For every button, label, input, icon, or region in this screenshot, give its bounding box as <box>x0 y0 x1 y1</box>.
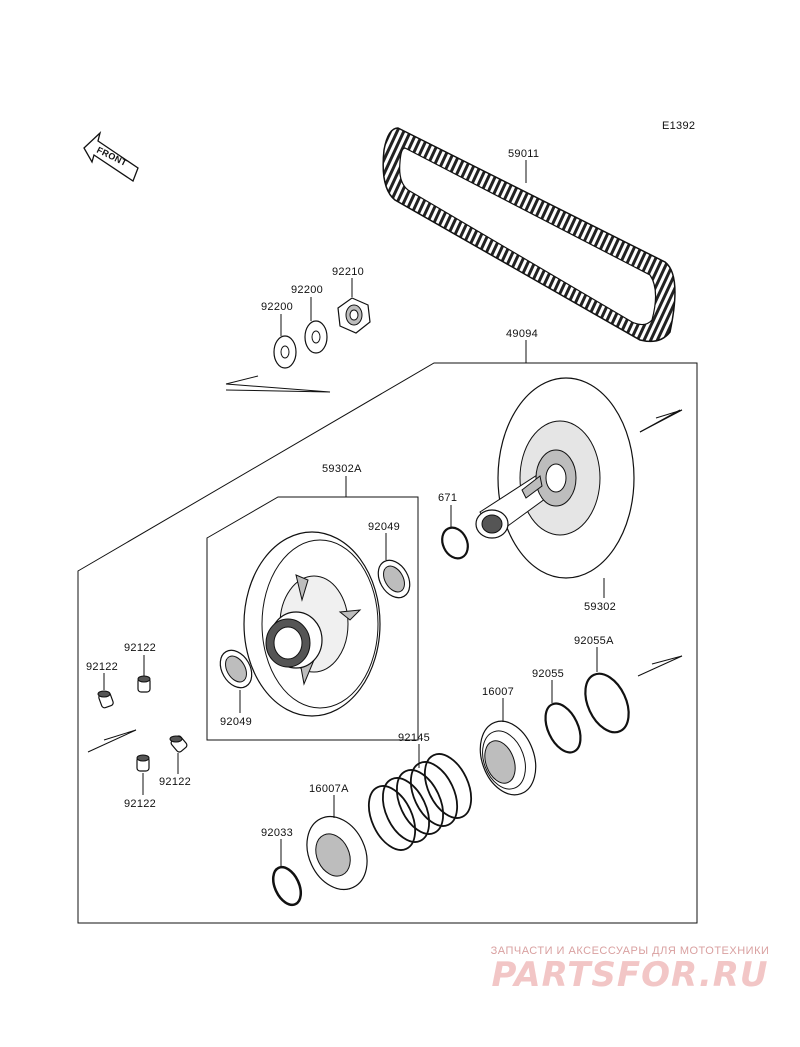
spring-seat-16007 <box>479 720 537 796</box>
label-671: 671 <box>438 492 457 504</box>
nut-92210 <box>337 297 371 334</box>
spring-92145 <box>367 753 473 851</box>
label-92122-d: 92122 <box>124 798 156 810</box>
watermark-brand: PARTSFOR.RU <box>491 955 769 995</box>
roller-92122-d <box>136 754 150 772</box>
label-92145: 92145 <box>398 732 430 744</box>
circlip-92033 <box>271 865 303 907</box>
diagram-code: E1392 <box>662 120 695 132</box>
washer-92200-lower <box>273 335 297 369</box>
drive-belt <box>382 127 676 343</box>
watermark: ЗАПЧАСТИ И АКСЕССУАРЫ ДЛЯ МОТОТЕХНИКИ PA… <box>470 945 790 995</box>
label-49094: 49094 <box>506 328 538 340</box>
label-92033: 92033 <box>261 827 293 839</box>
label-92055A: 92055A <box>574 635 614 647</box>
label-16007: 16007 <box>482 686 514 698</box>
label-92122-c: 92122 <box>159 776 191 788</box>
label-92049-lower: 92049 <box>220 716 252 728</box>
label-92122-b: 92122 <box>86 661 118 673</box>
seal-92049-lower <box>219 649 253 689</box>
o-ring-671 <box>441 526 469 560</box>
movable-sheave-59302A <box>243 531 381 717</box>
washer-92200-upper <box>304 320 328 354</box>
roller-92122-c <box>169 735 188 753</box>
front-arrow-icon: FRONT <box>83 131 139 182</box>
roller-92122-b <box>97 690 114 709</box>
label-92200-upper: 92200 <box>291 284 323 296</box>
label-92210: 92210 <box>332 266 364 278</box>
label-59011: 59011 <box>508 148 539 160</box>
spring-seat-16007A <box>306 815 368 891</box>
o-ring-92055A <box>584 672 630 734</box>
fixed-sheave-59302 <box>475 377 635 579</box>
o-ring-92055 <box>544 702 582 754</box>
label-59302A: 59302A <box>322 463 362 475</box>
label-92049-upper: 92049 <box>368 521 400 533</box>
roller-92122-a <box>137 675 151 693</box>
label-92122-a: 92122 <box>124 642 156 654</box>
label-59302: 59302 <box>584 601 616 613</box>
label-92200-lower: 92200 <box>261 301 293 313</box>
label-16007A: 16007A <box>309 783 349 795</box>
seal-92049-upper <box>377 559 411 599</box>
label-92055: 92055 <box>532 668 564 680</box>
watermark-tagline: ЗАПЧАСТИ И АКСЕССУАРЫ ДЛЯ МОТОТЕХНИКИ <box>490 945 770 957</box>
